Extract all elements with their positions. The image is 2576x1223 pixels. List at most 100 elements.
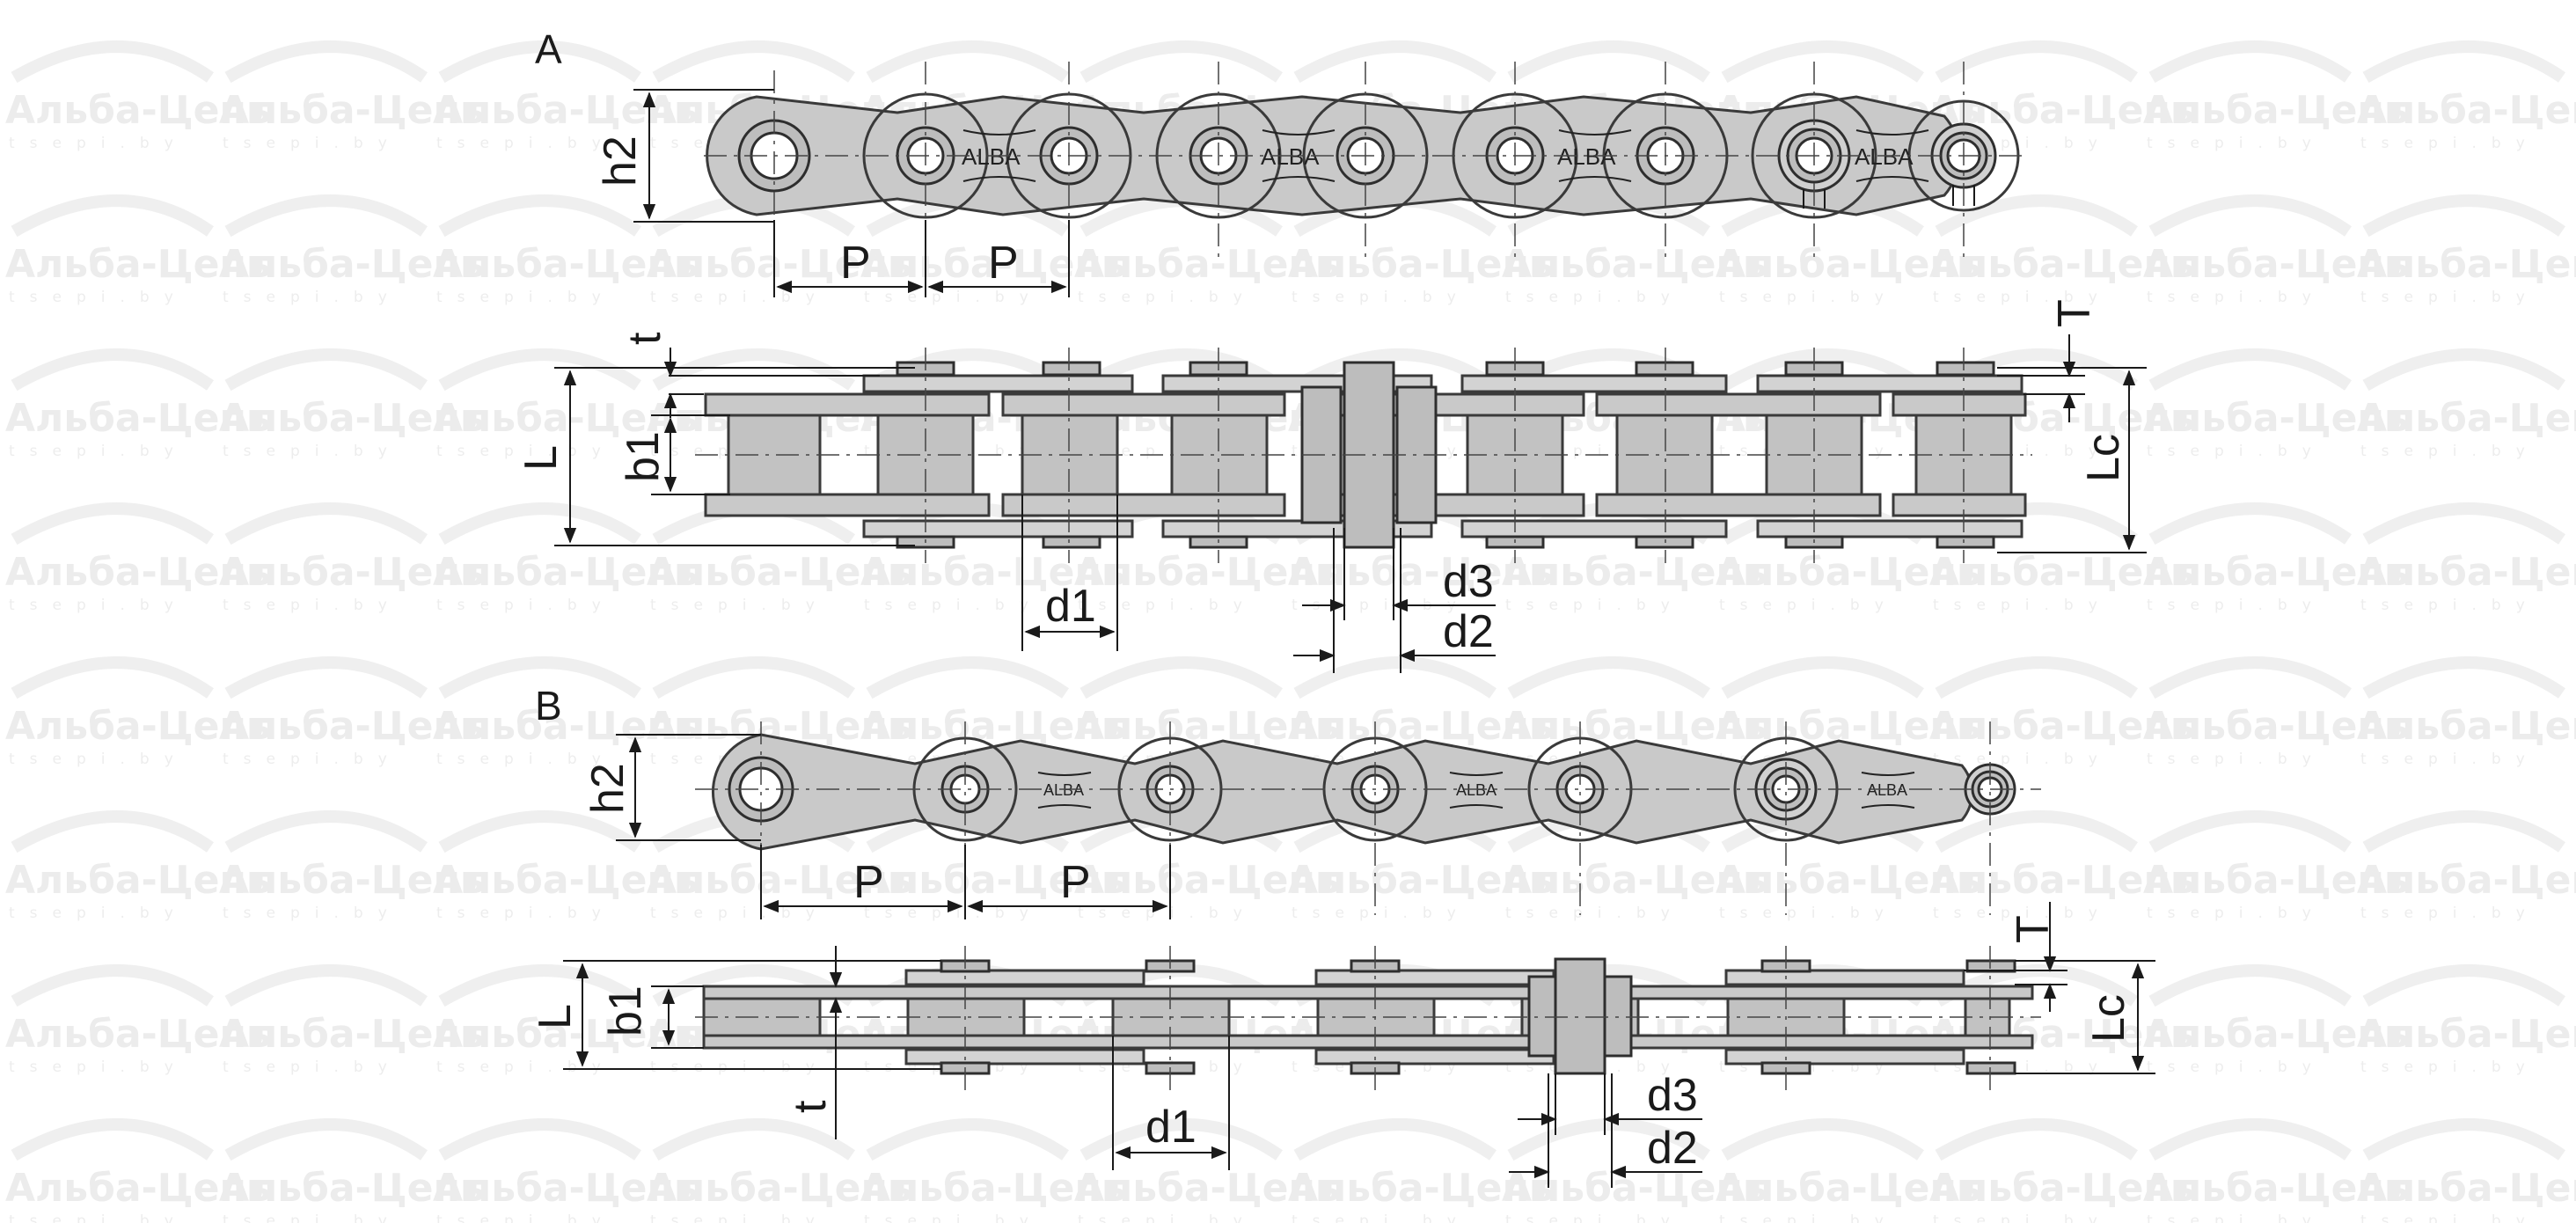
watermark-site: tsepi.by <box>1078 1212 1257 1223</box>
watermark-brand: Альба-Цепь <box>433 704 699 749</box>
watermark-swoosh <box>1079 1118 1283 1161</box>
watermark-brand: Альба-Цепь <box>2143 858 2409 903</box>
label-h2-b: h2 <box>582 763 633 814</box>
figure-a-side-view: ALBA ALBA ALBA ALBA <box>595 62 2023 297</box>
watermark-brand: Альба-Цепь <box>2143 88 2409 133</box>
watermark-swoosh <box>2362 810 2565 853</box>
watermark-site: tsepi.by <box>223 751 402 768</box>
watermark-site: tsepi.by <box>2360 443 2540 460</box>
watermark-brand: Альба-Цепь <box>2143 1012 2409 1057</box>
watermark-swoosh <box>1935 40 2138 84</box>
watermark-swoosh <box>438 502 641 546</box>
watermark-brand: Альба-Цепь <box>433 1166 699 1211</box>
watermark-brand: Альба-Цепь <box>1716 242 1981 287</box>
watermark-brand: Альба-Цепь <box>2143 396 2409 441</box>
watermark-brand: Альба-Цепь <box>1929 704 2195 749</box>
watermark-swoosh <box>1935 656 2138 699</box>
watermark-swoosh <box>224 656 428 699</box>
watermark-brand: Альба-Цепь <box>433 858 699 903</box>
watermark-brand: Альба-Цепь <box>860 550 1126 595</box>
chain-b-plates <box>711 733 1973 851</box>
watermark-brand: Альба-Цепь <box>1929 242 2195 287</box>
watermark-brand: Альба-Цепь <box>1074 704 1340 749</box>
watermark-brand: Альба-Цепь <box>2357 242 2576 287</box>
dimension-t-a: t <box>619 332 880 418</box>
watermark-site: tsepi.by <box>9 289 188 306</box>
watermark-swoosh <box>2148 194 2352 238</box>
watermark-swoosh <box>438 348 641 392</box>
watermark-brand: Альба-Цепь <box>1716 704 1981 749</box>
watermark-brand: Альба-Цепь <box>5 1012 271 1057</box>
watermark-site: tsepi.by <box>864 1212 1043 1223</box>
watermark-site: tsepi.by <box>864 597 1043 614</box>
figure-b: B ALBA ALBA ALBA <box>530 683 2155 1188</box>
watermark-swoosh <box>438 194 641 238</box>
watermark-brand: Альба-Цепь <box>1716 550 1981 595</box>
watermark-swoosh <box>652 1118 855 1161</box>
watermark-brand: Альба-Цепь <box>1929 1166 2195 1211</box>
watermark-swoosh <box>11 194 214 238</box>
watermark-swoosh <box>2148 1118 2352 1161</box>
dimension-d3-a: d3 <box>1302 528 1496 620</box>
watermark-site: tsepi.by <box>436 597 616 614</box>
watermark-site: tsepi.by <box>2360 597 2540 614</box>
watermark-site: tsepi.by <box>9 751 188 768</box>
watermark-brand: Альба-Цепь <box>1288 242 1554 287</box>
label-pitch-a-1: P <box>840 238 871 289</box>
plate-marking-a-2: ALBA <box>1261 143 1320 170</box>
watermark-swoosh <box>2148 348 2352 392</box>
watermark-site: tsepi.by <box>2147 1058 2326 1076</box>
watermark-swoosh <box>2148 656 2352 699</box>
watermark-swoosh <box>438 656 641 699</box>
watermark-site: tsepi.by <box>650 289 830 306</box>
watermark-brand: Альба-Цепь <box>219 550 485 595</box>
watermark-site: tsepi.by <box>436 751 616 768</box>
watermark-site: tsepi.by <box>223 135 402 152</box>
watermark-brand: Альба-Цепь <box>5 88 271 133</box>
watermark-site: tsepi.by <box>2147 597 2326 614</box>
watermark-swoosh <box>224 964 428 1007</box>
watermark-site: tsepi.by <box>1933 904 2112 922</box>
watermark-swoosh <box>1721 1118 1924 1161</box>
watermark-swoosh <box>224 194 428 238</box>
watermark-brand: Альба-Цепь <box>1288 858 1554 903</box>
watermark-brand: Альба-Цепь <box>647 242 912 287</box>
label-d3-b: d3 <box>1647 1070 1698 1121</box>
watermark-brand: Альба-Цепь <box>219 242 485 287</box>
section-a-label: A <box>535 26 562 72</box>
watermark-brand: Альба-Цепь <box>1502 242 1767 287</box>
watermark-brand: Альба-Цепь <box>2357 1012 2576 1057</box>
watermark-brand: Альба-Цепь <box>5 858 271 903</box>
dimension-h2-b: h2 <box>582 734 761 841</box>
watermark-brand: Альба-Цепь <box>1288 550 1554 595</box>
watermark-swoosh <box>1507 40 1710 84</box>
dimension-L-b: L <box>530 960 941 1070</box>
watermark-site: tsepi.by <box>2147 751 2326 768</box>
watermark-swoosh <box>2362 194 2565 238</box>
chain-a-inner-plates <box>704 392 2027 517</box>
watermark-brand: Альба-Цепь <box>5 396 271 441</box>
watermark-swoosh <box>2148 40 2352 84</box>
watermark-site: tsepi.by <box>1505 289 1685 306</box>
watermark-site: tsepi.by <box>864 289 1043 306</box>
chain-b-markings: ALBA ALBA ALBA <box>1037 772 1915 809</box>
watermark-swoosh <box>11 348 214 392</box>
watermark-swoosh <box>1935 1118 2138 1161</box>
watermark-brand: Альба-Цепь <box>2357 704 2576 749</box>
dimension-Lc-a: Lc <box>1997 367 2147 553</box>
watermark-swoosh <box>2148 502 2352 546</box>
label-pitch-b-2: P <box>1060 857 1091 908</box>
chain-b-centerlines <box>695 721 2041 915</box>
watermark-site: tsepi.by <box>1933 597 2112 614</box>
watermark-swoosh <box>652 40 855 84</box>
watermark-brand: Альба-Цепь <box>5 550 271 595</box>
watermark-swoosh <box>1079 40 1283 84</box>
watermark-site: tsepi.by <box>436 135 616 152</box>
label-T-a: T <box>2049 299 2100 327</box>
watermark-swoosh <box>2362 656 2565 699</box>
watermark-site: tsepi.by <box>223 443 402 460</box>
watermark-swoosh <box>1079 656 1283 699</box>
watermark-site: tsepi.by <box>650 1212 830 1223</box>
